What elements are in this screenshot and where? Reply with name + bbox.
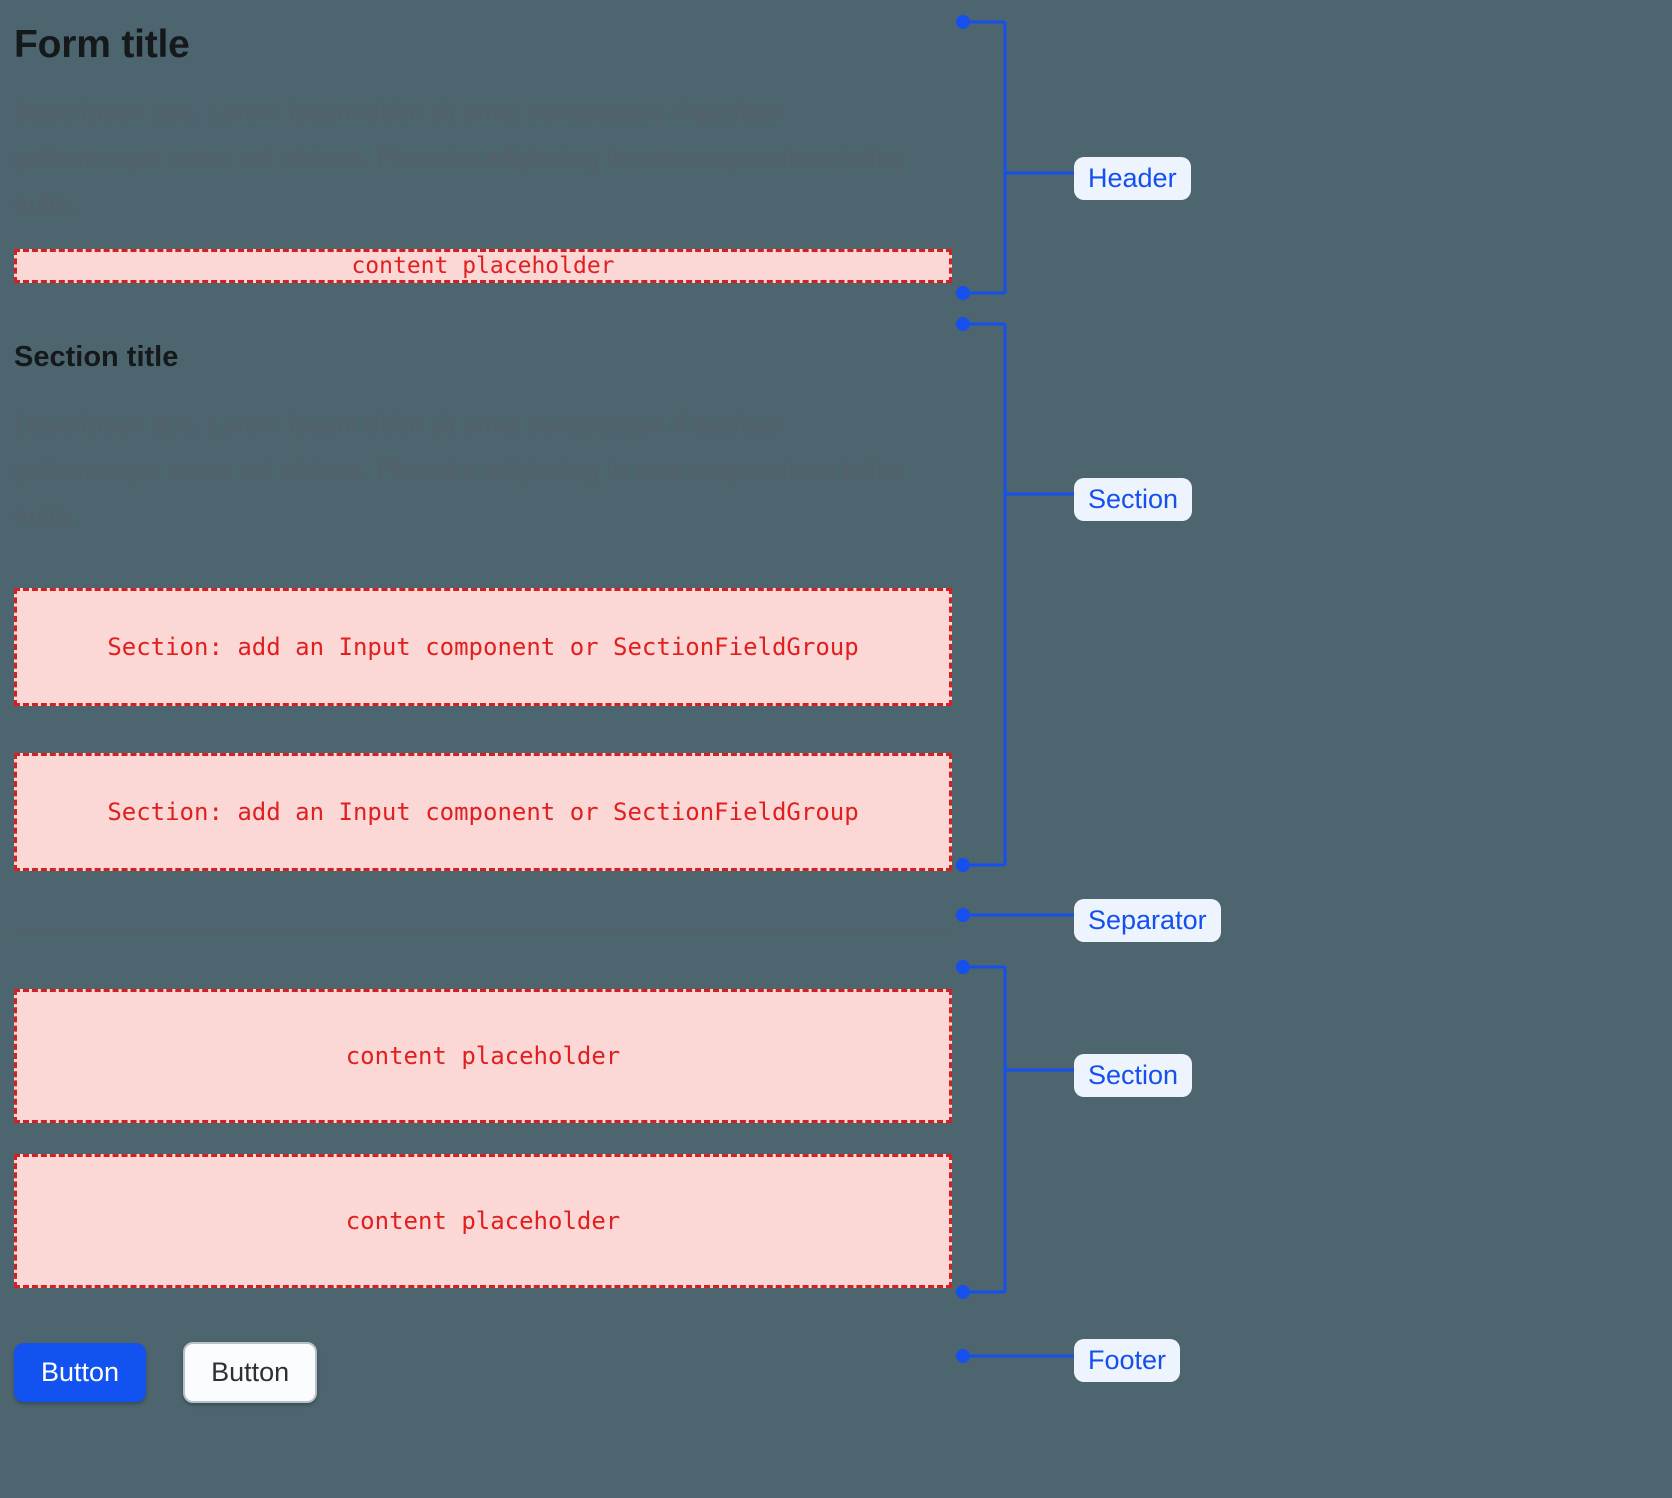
section-one-placeholder-1[interactable]: Section: add an Input component or Secti… <box>14 587 952 706</box>
form-header: Form title Description text. Lorem ipsum… <box>14 0 954 283</box>
section-one-title: Section title <box>14 340 179 373</box>
header-content-placeholder[interactable]: content placeholder <box>14 248 952 283</box>
section-one-placeholder-2[interactable]: Section: add an Input component or Secti… <box>14 752 952 871</box>
separator <box>14 931 952 934</box>
section-two-placeholder-2[interactable]: content placeholder <box>14 1153 952 1288</box>
section-two-placeholder-1[interactable]: content placeholder <box>14 988 952 1123</box>
form-description: Description text. Lorem ipsum dolor sit … <box>14 96 903 219</box>
annotation-badge-section-1[interactable]: Section <box>1074 478 1193 522</box>
form-title: Form title <box>14 23 190 66</box>
secondary-button[interactable]: Button <box>183 1341 318 1403</box>
section-two: content placeholder content placeholder <box>14 988 954 1288</box>
section-one: Section title Description text. Lorem ip… <box>14 340 954 871</box>
primary-button[interactable]: Button <box>14 1342 147 1402</box>
form-column: Form title Description text. Lorem ipsum… <box>14 0 954 1403</box>
annotation-badge-section-3[interactable]: Section <box>1074 1054 1193 1098</box>
section-one-description: Description text. Lorem ipsum dolor sit … <box>14 408 903 531</box>
annotation-badge-footer-4[interactable]: Footer <box>1074 1339 1181 1383</box>
annotation-badge-header-0[interactable]: Header <box>1074 157 1191 201</box>
annotation-badge-separator-2[interactable]: Separator <box>1074 899 1221 943</box>
form-footer: Button Button <box>14 1341 954 1403</box>
